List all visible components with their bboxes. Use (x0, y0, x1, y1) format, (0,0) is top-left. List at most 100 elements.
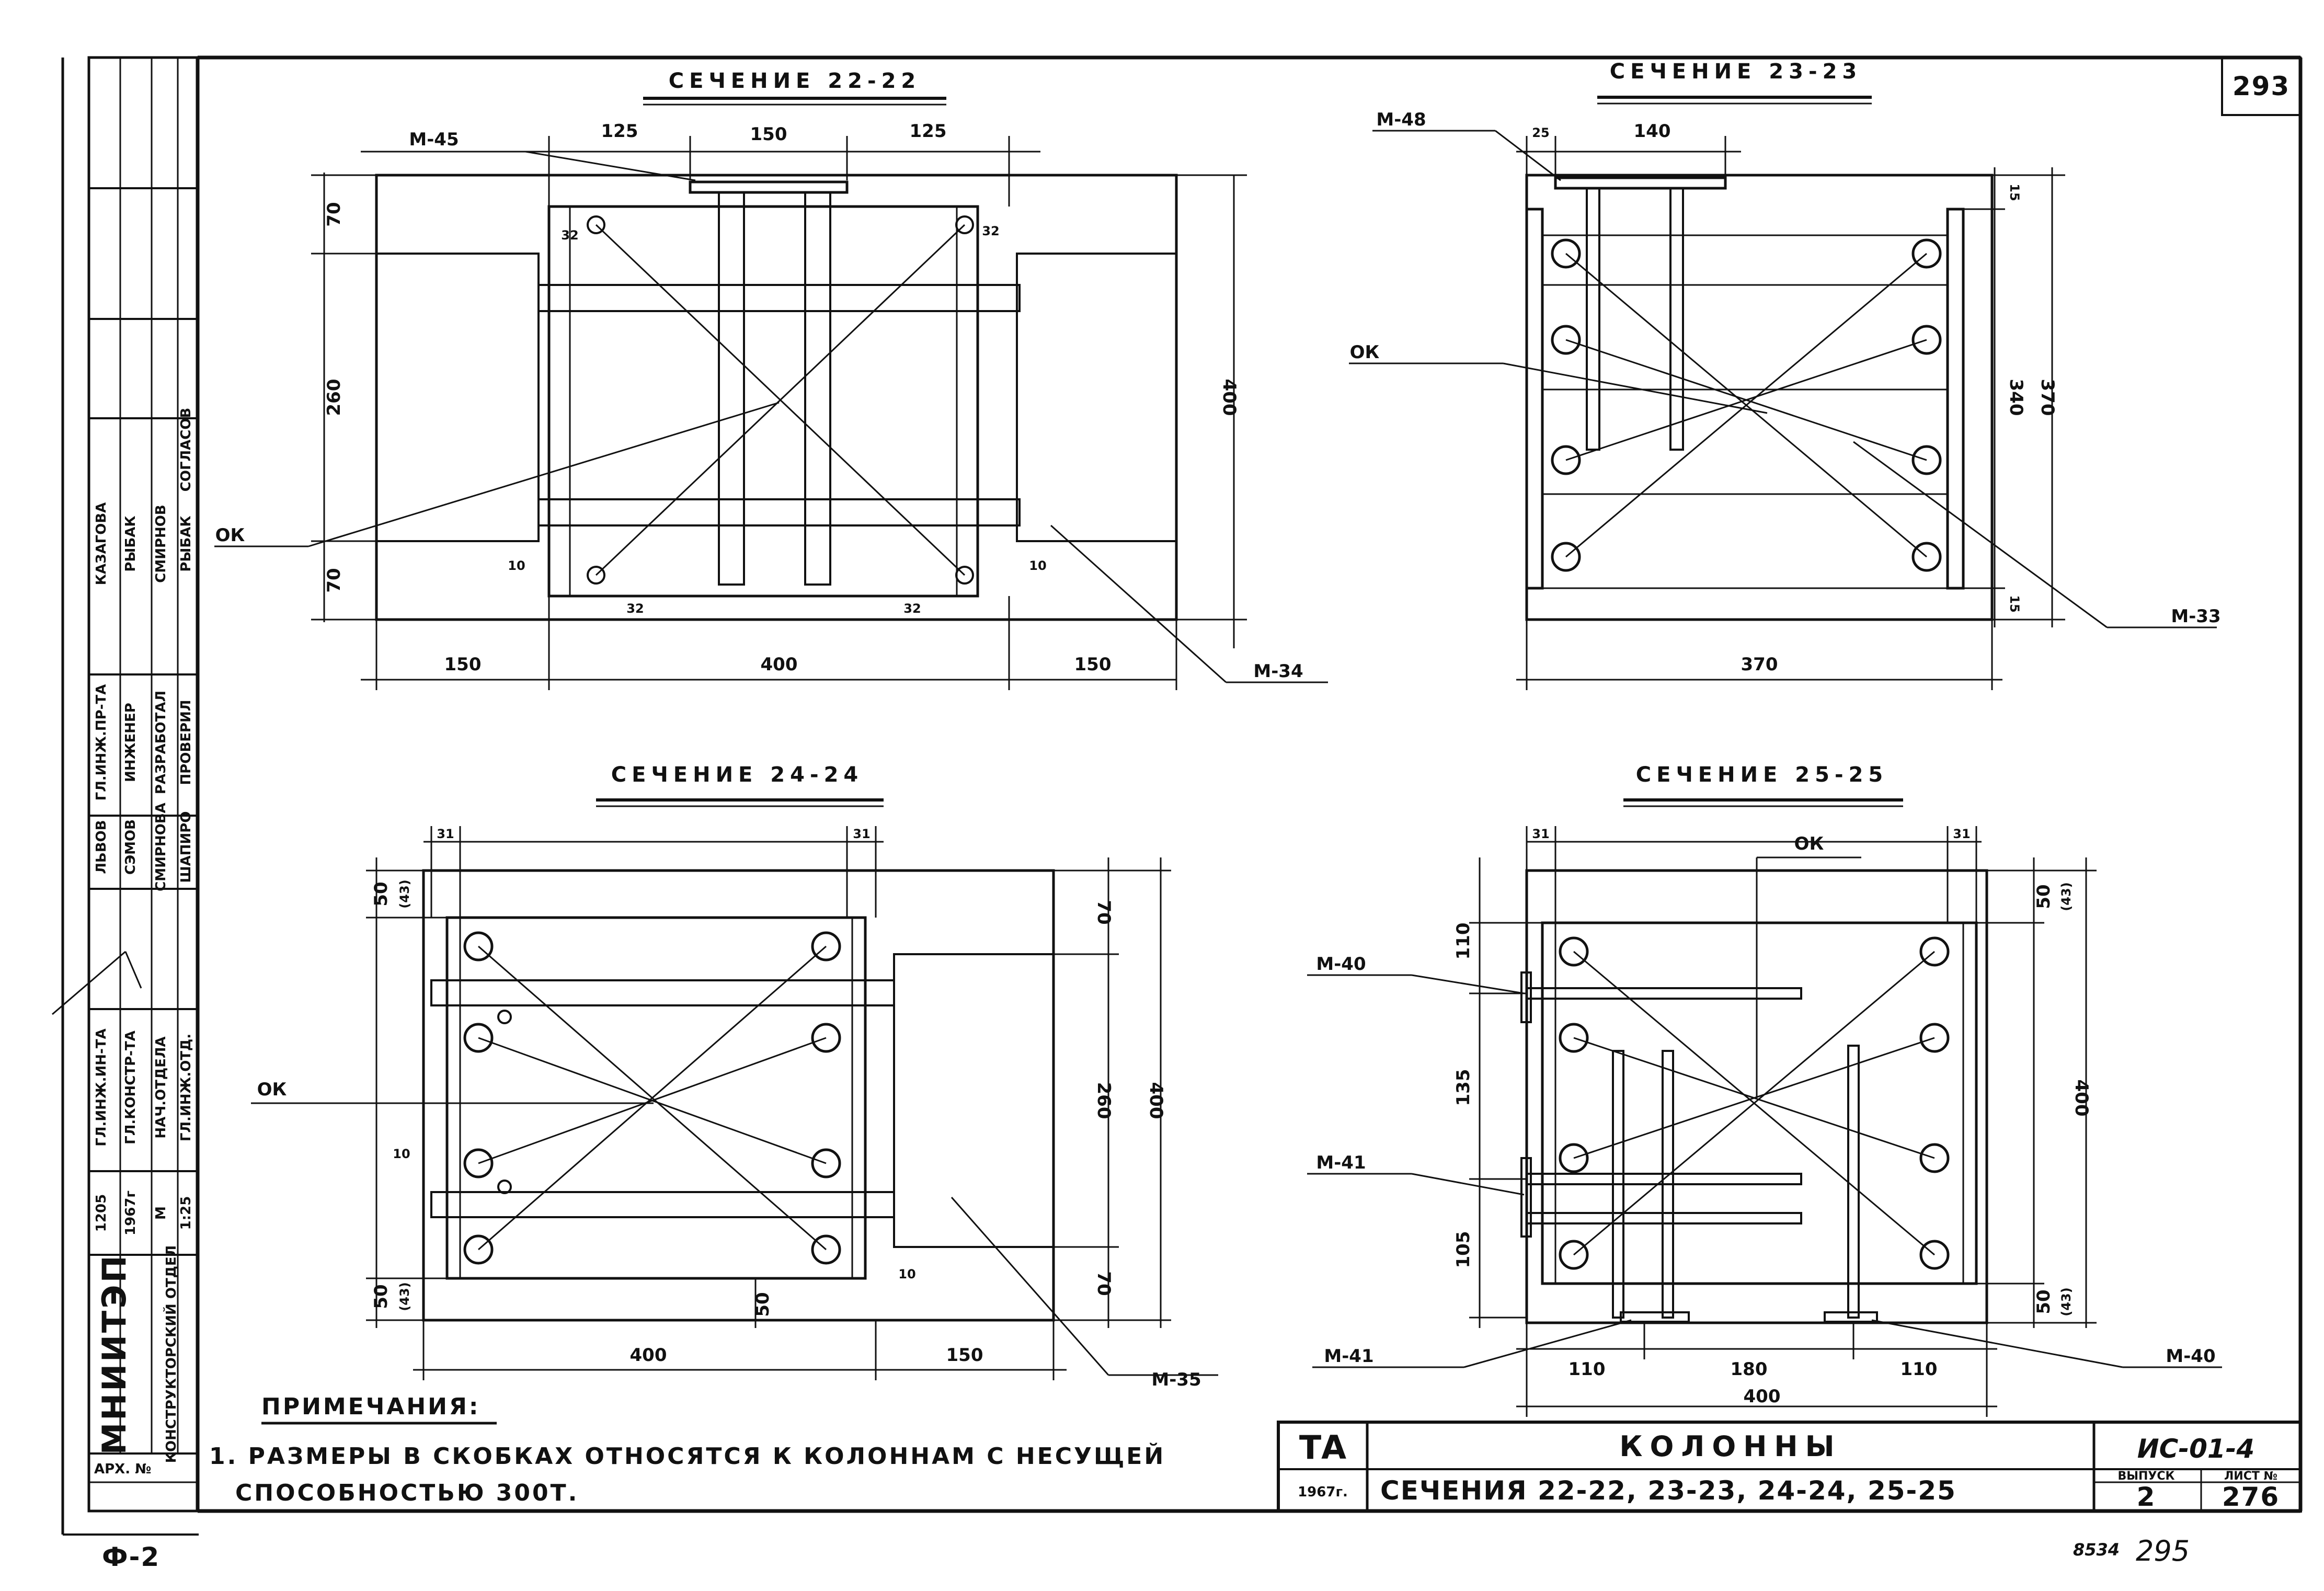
title-block: ТА 1967г. КОЛОННЫ СЕЧЕНИЯ 22-22, 23-23, … (1277, 1421, 2302, 1513)
archive-label: АРХ. № (94, 1461, 151, 1477)
dimension: 10 (393, 1147, 410, 1161)
callout-label: М-41 (1316, 1152, 1366, 1173)
section-title: СЕЧЕНИЕ 25-25 (1636, 763, 1888, 787)
issue-number: 2 (2137, 1482, 2156, 1512)
callout-label: М-34 (1253, 661, 1303, 682)
role-label: НАЧ.ОТДЕЛА (153, 1036, 169, 1138)
page-number: 293 (2233, 71, 2290, 101)
dimension: 32 (561, 228, 578, 243)
side-stamp: СОГЛАСОВ ГЛ.ИНЖ.ИН-ТА ГЛ.КОНСТР-ТА НАЧ.О… (52, 56, 199, 1572)
dimension: 105 (1453, 1231, 1474, 1268)
archive-page: 295 (2136, 1535, 2190, 1567)
section-25-25: СЕЧЕНИЕ 25-25 (1307, 763, 2222, 1417)
dimension: 70 (1093, 900, 1114, 924)
notes-heading: ПРИМЕЧАНИЯ: (261, 1393, 480, 1420)
dimension: 50 (2033, 884, 2054, 909)
dimension: 135 (1453, 1069, 1474, 1106)
dimension: 125 (601, 121, 638, 142)
section-23-23: СЕЧЕНИЕ 23-23 (1349, 60, 2221, 690)
note-line: СПОСОБНОСТЬЮ 300Т. (235, 1480, 579, 1506)
dimension: 125 (910, 121, 947, 142)
role-label: РАЗРАБОТАЛ (153, 691, 169, 794)
note-line: 1. РАЗМЕРЫ В СКОБКАХ ОТНОСЯТСЯ К КОЛОННА… (209, 1442, 1165, 1470)
dimension: 15 (2007, 595, 2022, 612)
callout-label: М-35 (1151, 1369, 1201, 1390)
callout-label: М-40 (2166, 1346, 2215, 1367)
section-22-22: СЕЧЕНИЕ 22-22 (214, 69, 1328, 690)
dimension: 50 (371, 1284, 392, 1309)
dimension: 400 (761, 654, 798, 675)
dimension: (43) (397, 1282, 412, 1311)
callout-label: ОК (257, 1079, 287, 1100)
dimension: 15 (2007, 184, 2022, 201)
signer-name: ШАПИРО (178, 811, 194, 883)
section-24-24: СЕЧЕНИЕ 24-24 (251, 763, 1218, 1390)
section-title: СЕЧЕНИЕ 22-22 (669, 69, 921, 93)
dimension: (43) (2059, 1287, 2074, 1316)
dimension: 260 (1093, 1082, 1114, 1119)
role-label: ГЛ.ИНЖ.ПР-ТА (94, 684, 109, 801)
signer-name: КАЗАГОВА (94, 502, 109, 586)
callout-label: М-40 (1316, 954, 1366, 975)
scale-label: М (153, 1206, 169, 1220)
dimension: 180 (1731, 1359, 1768, 1380)
org-name: МНИИТЭП (95, 1253, 133, 1455)
drawing-sections: СЕЧЕНИЯ 22-22, 23-23, 24-24, 25-25 (1380, 1475, 1956, 1506)
dimension: 370 (1741, 654, 1778, 675)
dimension: 110 (1453, 923, 1474, 960)
dimension: 260 (324, 379, 345, 416)
dimension: 32 (626, 601, 644, 616)
dimension: 110 (1901, 1359, 1938, 1380)
dimension: 10 (898, 1267, 915, 1281)
drawing-year: 1967г. (1298, 1484, 1348, 1500)
dimension: 50 (371, 882, 392, 906)
role-label: ГЛ.КОНСТР-ТА (123, 1031, 139, 1144)
dimension: 31 (853, 827, 870, 841)
signer-name: СМИРНОВ (153, 505, 169, 582)
dimension: 110 (1569, 1359, 1606, 1380)
role-label: ИНЖЕНЕР (123, 703, 139, 782)
callout-label: ОК (1794, 833, 1824, 854)
dimension: 400 (1219, 379, 1240, 416)
stamp-year: 1967г (123, 1191, 139, 1235)
dimension: 150 (1074, 654, 1112, 675)
signer-name: РЫБАК (178, 516, 194, 571)
role-label: ГЛ.ИНЖ.ОТД. (178, 1034, 194, 1141)
dimension: 70 (324, 568, 345, 592)
callout-label: ОК (215, 525, 245, 546)
scale-value: 1:25 (178, 1196, 194, 1230)
stamp-code: 1205 (94, 1194, 109, 1232)
dimension: 400 (1146, 1082, 1166, 1119)
dimension: 50 (2033, 1289, 2054, 1314)
sheet-label: ЛИСТ № (2224, 1470, 2277, 1483)
dimension: 32 (982, 224, 999, 238)
signer-name: СЭМОВ (123, 819, 139, 875)
dimension: 400 (2071, 1080, 2092, 1117)
signer-name: РЫБАК (123, 516, 139, 571)
dimension: 340 (2006, 379, 2027, 416)
callout-label: М-33 (2171, 606, 2220, 627)
dimension: 70 (1093, 1271, 1114, 1296)
signer-name: СМИРНОВА (153, 803, 169, 891)
bureau-logo: ТА (1299, 1428, 1346, 1467)
dimension: 31 (1532, 827, 1549, 841)
dimension: 50 (752, 1292, 773, 1317)
dimension: 31 (437, 827, 454, 841)
dimension: 370 (2037, 379, 2058, 416)
dimension: (43) (2059, 882, 2074, 911)
dimension: 31 (1953, 827, 1970, 841)
section-title: СЕЧЕНИЕ 24-24 (611, 763, 863, 787)
role-label: ПРОВЕРИЛ (178, 700, 194, 785)
section-title: СЕЧЕНИЕ 23-23 (1610, 60, 1862, 84)
callout-label: ОК (1350, 342, 1380, 363)
dimension: 140 (1634, 121, 1671, 142)
archive-code: 8534 (2073, 1540, 2120, 1560)
signer-name: ЛЬВОВ (94, 820, 109, 874)
dimension: (43) (397, 879, 412, 908)
issue-label: ВЫПУСК (2117, 1470, 2174, 1483)
dimension: 70 (324, 202, 345, 226)
dimension: 150 (750, 124, 787, 145)
notes: ПРИМЕЧАНИЯ: 1. РАЗМЕРЫ В СКОБКАХ ОТНОСЯТ… (209, 1393, 1165, 1506)
drawing-name: КОЛОННЫ (1619, 1430, 1841, 1463)
